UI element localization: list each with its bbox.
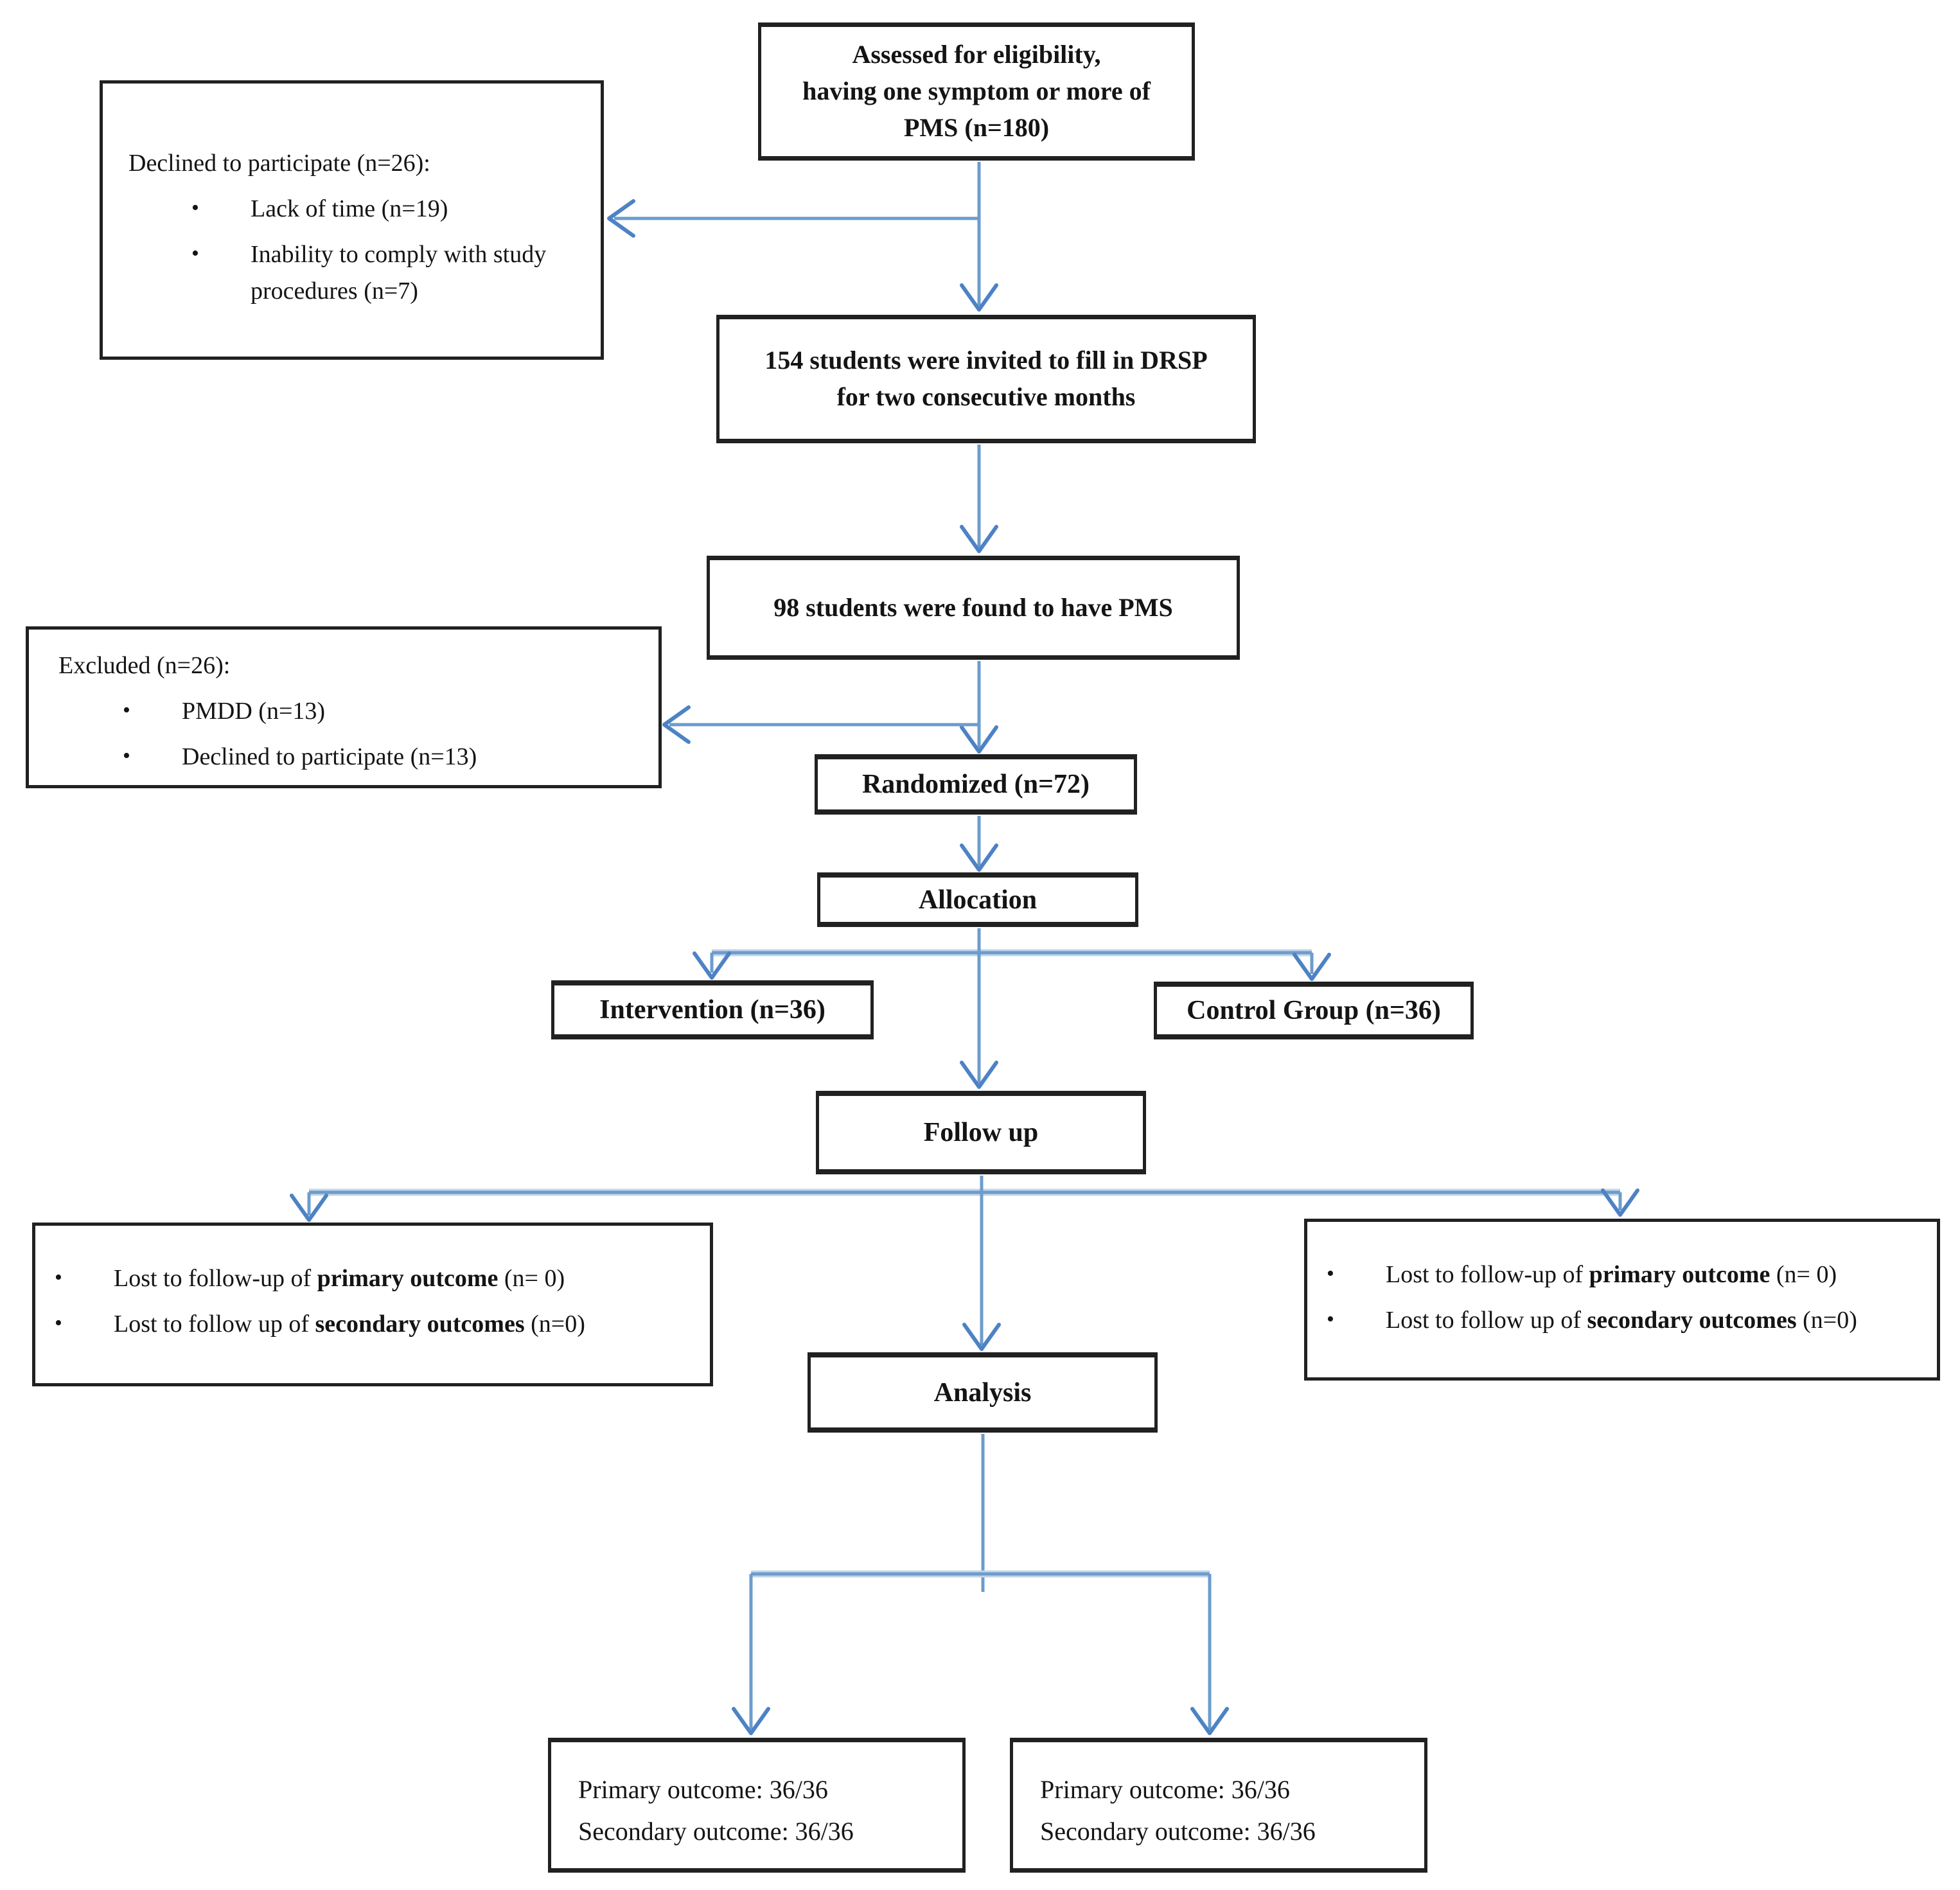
list-item: • PMDD (n=13) [123, 693, 646, 730]
followup-text: Follow up [923, 1118, 1039, 1147]
box-assessed-eligibility: Assessed for eligibility, having one sym… [758, 22, 1195, 161]
bullet-icon: • [191, 196, 199, 220]
pms-found-text: 98 students were found to have PMS [773, 592, 1173, 622]
arrowhead-into-lost-left [290, 1194, 328, 1222]
lost-left-bullet-2: Lost to follow up of secondary outcomes … [114, 1306, 585, 1343]
bullet-icon: • [1327, 1307, 1334, 1331]
list-item: • Inability to comply with study procedu… [191, 236, 588, 310]
lost-right-b2-bold: secondary outcomes [1587, 1307, 1797, 1334]
outcome-right-line-1: Primary outcome: 36/36 [1040, 1775, 1290, 1804]
list-item: • Lost to follow up of secondary outcome… [55, 1306, 697, 1343]
assessed-line-1: Assessed for eligibility, [852, 40, 1101, 69]
arrowhead-into-outcome-right [1190, 1707, 1229, 1735]
lost-right-b1-bold: primary outcome [1589, 1261, 1770, 1288]
arrowhead-into-intervention [693, 951, 731, 980]
arrowhead-into-declined [607, 199, 635, 238]
excluded-title: Excluded (n=26): [58, 652, 231, 679]
invited-line-1: 154 students were invited to fill in DRS… [764, 346, 1208, 375]
list-item: • Lost to follow-up of primary outcome (… [1327, 1257, 1924, 1293]
assessed-line-2: having one symptom or more of [802, 76, 1151, 106]
box-allocation: Allocation [817, 872, 1138, 927]
box-pms-found: 98 students were found to have PMS [707, 556, 1240, 660]
outcome-left-line-2: Secondary outcome: 36/36 [578, 1816, 854, 1846]
lost-left-b2-prefix: Lost to follow up of [114, 1311, 315, 1338]
lost-right-b2-suffix: (n=0) [1796, 1307, 1857, 1334]
lost-left-b1-prefix: Lost to follow-up of [114, 1265, 317, 1292]
randomized-text: Randomized (n=72) [861, 770, 1090, 799]
invited-line-2: for two consecutive months [836, 382, 1136, 411]
assessed-line-3: PMS (n=180) [903, 112, 1050, 142]
lost-left-b2-bold: secondary outcomes [315, 1311, 525, 1338]
box-followup: Follow up [816, 1091, 1146, 1174]
lost-left-b1-suffix: (n= 0) [498, 1265, 565, 1292]
box-randomized: Randomized (n=72) [815, 754, 1137, 815]
list-item: • Lack of time (n=19) [191, 191, 588, 227]
lost-right-b1-suffix: (n= 0) [1770, 1261, 1837, 1288]
analysis-text: Analysis [933, 1377, 1032, 1408]
box-lost-followup-control: • Lost to follow-up of primary outcome (… [1304, 1219, 1940, 1381]
lost-left-b1-bold: primary outcome [317, 1265, 499, 1292]
lost-right-b2-prefix: Lost to follow up of [1386, 1307, 1587, 1334]
box-declined-to-participate: Declined to participate (n=26): • Lack o… [100, 80, 604, 360]
arrowhead-into-pms [960, 525, 998, 553]
arrowhead-into-allocation [960, 843, 998, 872]
box-excluded: Excluded (n=26): • PMDD (n=13) • Decline… [26, 626, 662, 788]
declined-title: Declined to participate (n=26): [128, 150, 430, 177]
declined-bullet-1: Lack of time (n=19) [251, 195, 448, 222]
bullet-icon: • [191, 242, 199, 265]
list-item: • Lost to follow-up of primary outcome (… [55, 1260, 697, 1297]
arrowhead-into-randomized [960, 725, 998, 754]
arrowhead-into-outcome-left [732, 1707, 770, 1735]
arrowhead-into-control [1293, 953, 1331, 981]
box-outcome-intervention: Primary outcome: 36/36 Secondary outcome… [548, 1738, 966, 1873]
bullet-icon: • [55, 1311, 62, 1335]
lost-left-bullet-1: Lost to follow-up of primary outcome (n=… [114, 1260, 565, 1297]
arrowhead-into-excluded [662, 705, 691, 744]
box-invited-drsp: 154 students were invited to fill in DRS… [716, 315, 1256, 443]
lost-right-bullet-1: Lost to follow-up of primary outcome (n=… [1386, 1257, 1837, 1293]
arrowhead-into-lost-right [1601, 1188, 1639, 1217]
lost-right-bullet-2: Lost to follow up of secondary outcomes … [1386, 1302, 1857, 1339]
bullet-icon: • [123, 698, 130, 722]
arrowhead-into-followup [960, 1061, 998, 1089]
box-lost-followup-intervention: • Lost to follow-up of primary outcome (… [32, 1223, 713, 1386]
list-item: • Lost to follow up of secondary outcome… [1327, 1302, 1924, 1339]
lost-right-b1-prefix: Lost to follow-up of [1386, 1261, 1589, 1288]
arrowhead-into-analysis [962, 1323, 1001, 1351]
intervention-text: Intervention (n=36) [599, 995, 825, 1025]
bullet-icon: • [1327, 1262, 1334, 1285]
box-analysis: Analysis [808, 1352, 1158, 1433]
box-intervention: Intervention (n=36) [551, 980, 874, 1039]
list-item: • Declined to participate (n=13) [123, 739, 646, 775]
outcome-left-line-1: Primary outcome: 36/36 [578, 1775, 828, 1804]
bullet-icon: • [55, 1266, 62, 1289]
box-outcome-control: Primary outcome: 36/36 Secondary outcome… [1010, 1738, 1427, 1873]
lost-left-b2-suffix: (n=0) [524, 1311, 585, 1338]
control-group-text: Control Group (n=36) [1187, 996, 1441, 1025]
outcome-right-line-2: Secondary outcome: 36/36 [1040, 1816, 1316, 1846]
allocation-text: Allocation [918, 885, 1037, 915]
bullet-icon: • [123, 744, 130, 768]
arrowhead-into-invited [960, 283, 998, 312]
declined-bullet-2: Inability to comply with study procedure… [251, 241, 547, 305]
excluded-bullet-2: Declined to participate (n=13) [182, 743, 477, 770]
box-control-group: Control Group (n=36) [1154, 982, 1474, 1039]
excluded-bullet-1: PMDD (n=13) [182, 698, 326, 725]
